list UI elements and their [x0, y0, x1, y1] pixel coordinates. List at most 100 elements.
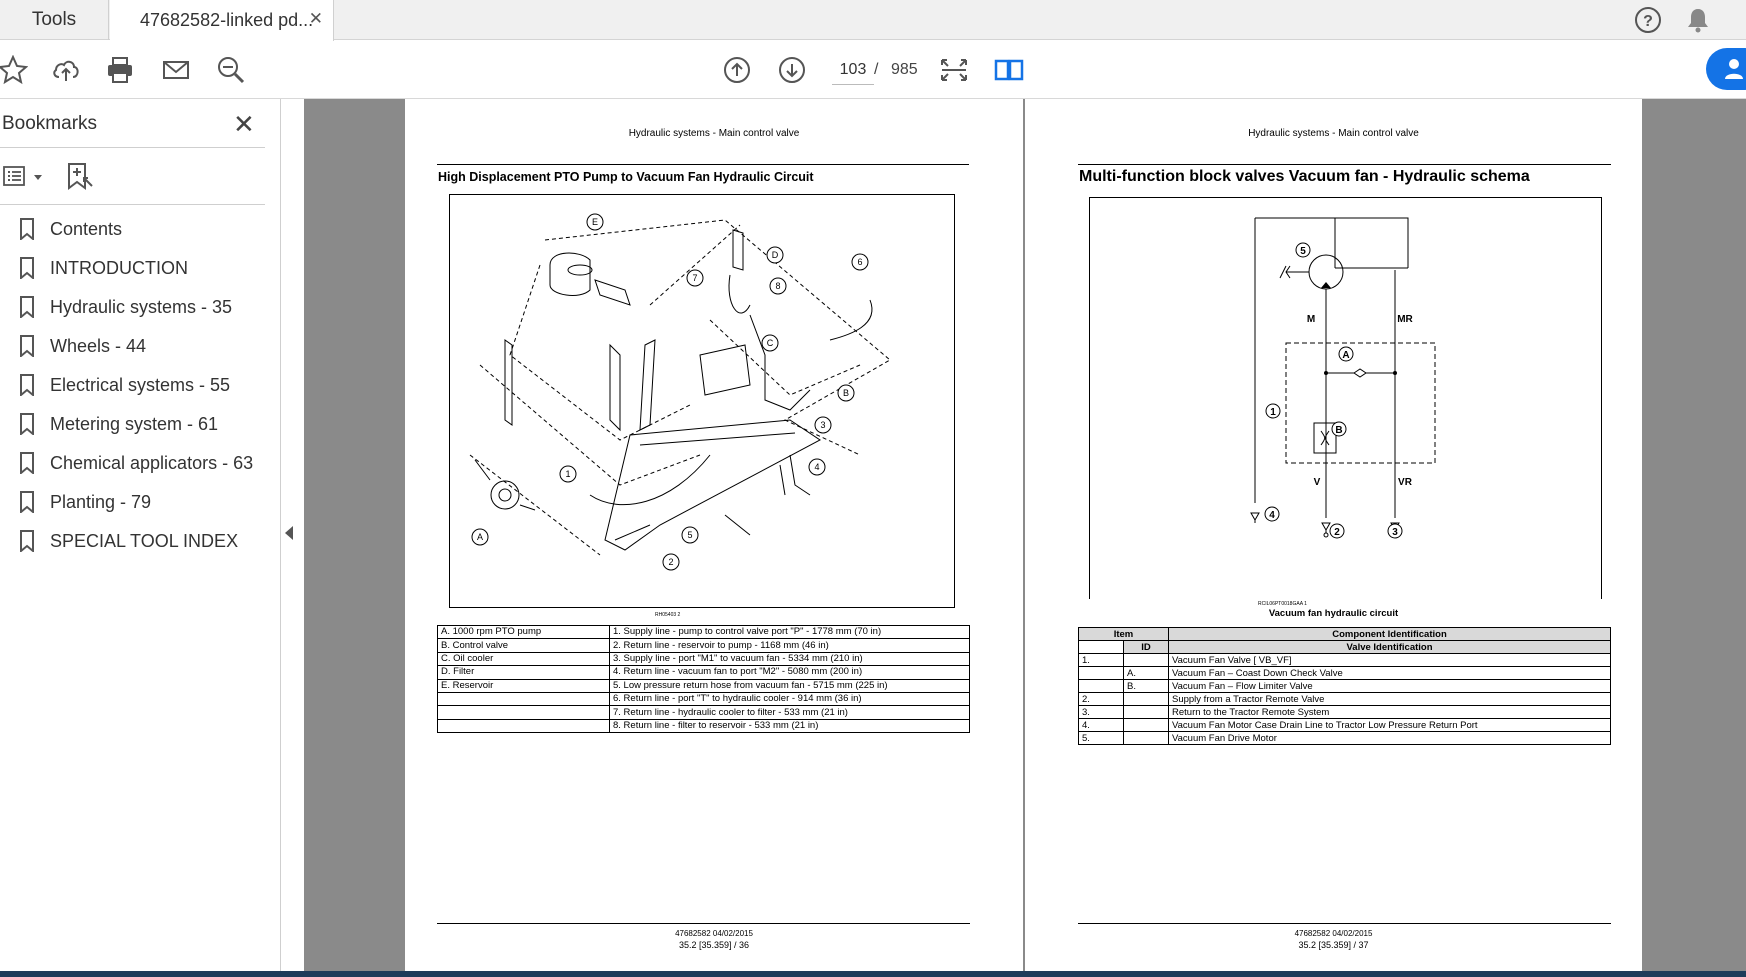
zoom-out-icon[interactable]	[214, 53, 248, 87]
running-head: Hydraulic systems - Main control valve	[1248, 128, 1419, 139]
add-user-icon[interactable]	[1706, 48, 1746, 90]
two-page-view-icon[interactable]	[992, 53, 1026, 87]
callout-b: B	[843, 388, 849, 398]
figure-title: High Displacement PTO Pump to Vacuum Fan…	[438, 170, 814, 184]
callout-5: 5	[687, 530, 692, 540]
table-cell: Vacuum Fan Motor Case Drain Line to Trac…	[1168, 718, 1611, 732]
close-icon[interactable]: ✕	[308, 9, 323, 28]
footer-page-number: 35.2 [35.359] / 37	[1298, 940, 1369, 950]
table-row: 5.Vacuum Fan Drive Motor	[1078, 731, 1611, 745]
table-cell	[1123, 705, 1169, 719]
print-icon[interactable]	[103, 53, 137, 87]
page-up-icon[interactable]	[720, 53, 754, 87]
table-cell: 3.	[1078, 705, 1124, 719]
table-cell	[1078, 679, 1124, 693]
column-header: Valve Identification	[1168, 640, 1611, 654]
close-icon[interactable]: ✕	[233, 109, 255, 139]
bookmark-introduction[interactable]: INTRODUCTION	[20, 253, 188, 283]
table-cell	[1123, 731, 1169, 745]
fit-page-icon[interactable]	[937, 53, 971, 87]
table-row: A.Vacuum Fan – Coast Down Check Valve	[1078, 666, 1611, 680]
column-header: ID	[1123, 640, 1169, 654]
callout-a: A	[477, 532, 483, 542]
table-cell: Vacuum Fan – Coast Down Check Valve	[1168, 666, 1611, 680]
label-4: 4	[1269, 510, 1275, 521]
upload-icon[interactable]	[49, 53, 83, 87]
table-cell: 3. Supply line - port "M1" to vacuum fan…	[609, 651, 970, 667]
bookmark-label: Wheels - 44	[50, 335, 147, 356]
figure-caption: Vacuum fan hydraulic circuit	[1268, 608, 1399, 619]
bookmark-metering-system[interactable]: Metering system - 61	[20, 409, 218, 439]
bell-icon[interactable]	[1683, 5, 1713, 35]
tab-document[interactable]: 47682582-linked pd... ✕	[110, 0, 334, 41]
table-cell: Return to the Tractor Remote System	[1168, 705, 1611, 719]
table-cell: 5. Low pressure return hose from vacuum …	[609, 678, 970, 693]
bookmark-label: Electrical systems - 55	[50, 374, 231, 395]
table-cell: A.	[1123, 666, 1169, 680]
table-row: B.Vacuum Fan – Flow Limiter Valve	[1078, 679, 1611, 693]
footer-doc-id: 47682582 04/02/2015	[675, 929, 753, 938]
document-viewer: Hydraulic systems - Main control valve H…	[304, 99, 1746, 971]
bookmark-electrical-systems[interactable]: Electrical systems - 55	[20, 370, 230, 400]
callout-4: 4	[814, 462, 819, 472]
table-row: 6. Return line - port "T" to hydraulic c…	[437, 691, 970, 707]
table-cell: 8. Return line - filter to reservoir - 5…	[609, 718, 970, 734]
table-row: 2.Supply from a Tractor Remote Valve	[1078, 692, 1611, 706]
callout-3: 3	[820, 420, 825, 430]
bookmark-special-tool-index[interactable]: SPECIAL TOOL INDEX	[20, 526, 238, 556]
help-icon[interactable]: ?	[1633, 5, 1663, 35]
tab-tools-label: Tools	[31, 9, 77, 30]
table-row: 1.Vacuum Fan Valve [ VB_VF]	[1078, 653, 1611, 667]
table-cell	[437, 691, 610, 707]
bookmark-icon	[20, 296, 34, 318]
page-down-icon[interactable]	[775, 53, 809, 87]
bookmark-icon	[20, 218, 34, 240]
table-cell: 1.	[1078, 653, 1124, 667]
tab-document-label: 47682582-linked pd...	[140, 10, 314, 30]
bookmark-hydraulic-systems[interactable]: Hydraulic systems - 35	[20, 292, 232, 322]
pdf-page-left: Hydraulic systems - Main control valve H…	[405, 99, 1023, 971]
callout-1: 1	[565, 469, 570, 479]
callout-2: 2	[668, 557, 673, 567]
star-icon[interactable]	[0, 53, 30, 87]
figure-code: RCIL06PT0018GAA 1	[1258, 601, 1307, 607]
svg-text:?: ?	[1643, 13, 1653, 30]
table-cell: 1. Supply line - pump to control valve p…	[609, 624, 970, 640]
bookmark-contents[interactable]: Contents	[20, 214, 122, 244]
taskbar-edge	[0, 971, 1746, 977]
bookmark-chemical-applicators[interactable]: Chemical applicators - 63	[20, 448, 253, 478]
label-2: 2	[1334, 527, 1340, 538]
table-cell: A. 1000 rpm PTO pump	[437, 624, 610, 640]
table-cell: Supply from a Tractor Remote Valve	[1168, 692, 1611, 706]
label-v: V	[1314, 477, 1321, 488]
hydraulic-circuit-drawing: E D C B A 6 7 8 1 2 3 4 5	[449, 194, 955, 608]
bookmark-icon	[20, 335, 34, 357]
bookmark-label: Metering system - 61	[50, 413, 219, 434]
label-m: M	[1307, 314, 1315, 325]
label-1: 1	[1270, 407, 1276, 418]
callout-8: 8	[775, 281, 780, 291]
bookmark-icon	[20, 257, 34, 279]
label-b: B	[1335, 425, 1342, 436]
add-bookmark-icon[interactable]	[66, 161, 94, 191]
bookmark-icon	[20, 374, 34, 396]
footer-doc-id: 47682582 04/02/2015	[1294, 929, 1373, 938]
bookmarks-panel: Bookmarks ✕ Contents INTRODUCTION Hydrau…	[0, 99, 281, 971]
bookmark-planting[interactable]: Planting - 79	[20, 487, 151, 517]
collapse-panel-icon[interactable]	[285, 526, 293, 540]
table-cell: Vacuum Fan Drive Motor	[1168, 731, 1611, 745]
table-cell	[1123, 718, 1169, 732]
footer-rule	[437, 923, 970, 924]
mail-icon[interactable]	[159, 53, 193, 87]
table-cell: D. Filter	[437, 665, 610, 680]
callout-e: E	[592, 217, 598, 227]
bookmark-options-icon[interactable]	[2, 163, 42, 191]
bookmark-wheels[interactable]: Wheels - 44	[20, 331, 146, 361]
page-total: 985	[891, 61, 918, 78]
page-number-input[interactable]	[832, 55, 874, 85]
figure-code: RH05403 2	[655, 612, 681, 618]
tab-tools[interactable]: Tools	[0, 0, 109, 40]
bookmark-icon	[20, 413, 34, 435]
